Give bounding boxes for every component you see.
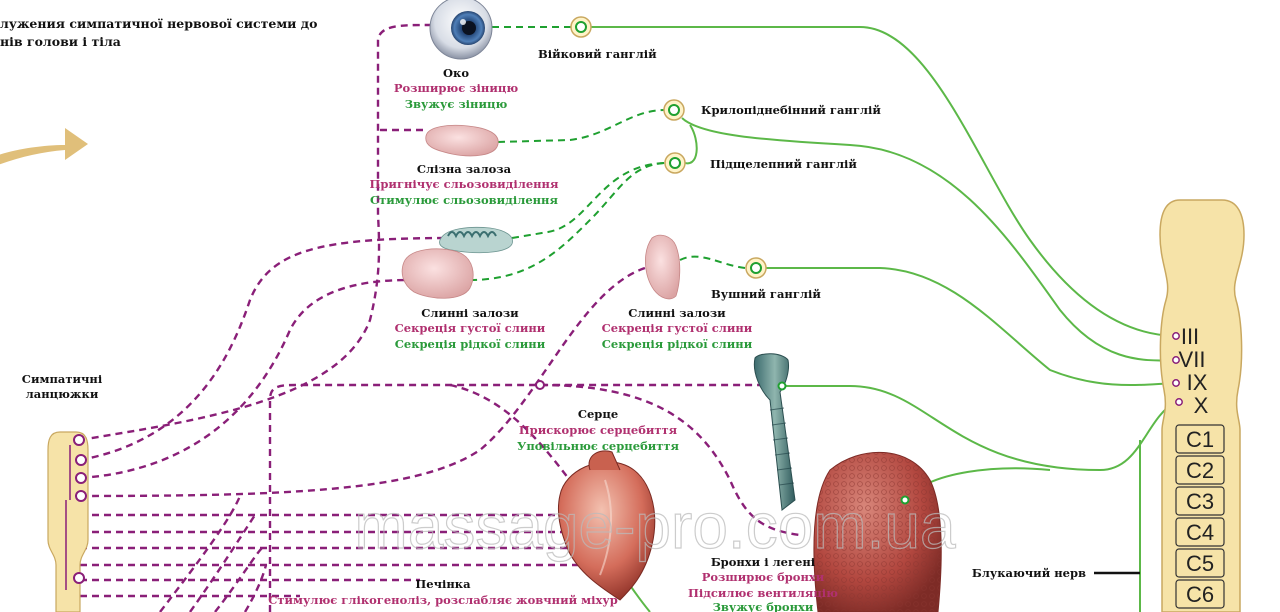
salivary-right-symp: Секреція густої слини: [602, 321, 753, 335]
lungs-symp-effect-2: Підсилює вентиляцію: [688, 586, 838, 600]
symp-to-sublingual: [79, 278, 409, 480]
lungs-symp-effect: Розширює бронхи: [702, 570, 825, 584]
cn-label-III: III: [1181, 324, 1199, 349]
ganglion-trachea-node: [777, 381, 787, 391]
vertebra-C2: [1175, 455, 1225, 485]
cn-node-III: [1172, 332, 1180, 340]
nerve-lungs-to-X: [775, 385, 1176, 472]
salivary-left-symp: Секреція густої слини: [395, 321, 546, 335]
cn-label-IX: IX: [1187, 370, 1208, 395]
lacrimal-para-effect: Стимулює сльозовиділення: [370, 193, 558, 207]
salivary-left-para: Секреція рідкої слини: [395, 337, 546, 351]
chain-node-3: [75, 472, 87, 484]
segment-C5: C5: [1186, 551, 1214, 576]
heart-icon: [557, 450, 656, 601]
salivary-right-name: Слинні залози: [628, 306, 726, 320]
vertebra-C5: [1175, 548, 1225, 578]
symp-junction-node: [535, 380, 545, 390]
sympathetic-chain: [47, 431, 89, 612]
nerve-submandibular-to-VII: [681, 124, 698, 165]
segment-C2: C2: [1186, 458, 1214, 483]
sublingual-gland-icon: [401, 248, 474, 299]
chain-internal-fibers: [65, 445, 71, 590]
nerve-pterygopalatine-to-VII: [681, 117, 1176, 362]
cn-node-VII: [1172, 356, 1180, 364]
ganglion-ciliary-icon: [570, 16, 592, 38]
chain-label-line-2: ланцюжки: [26, 387, 99, 401]
salivary-left-name: Слинні залози: [421, 306, 519, 320]
symp-to-parotid: [79, 266, 646, 498]
lungs-name: Бронхи і легені: [711, 555, 816, 569]
symp-to-heart-and-lungs: [268, 383, 760, 612]
cn-node-IX: [1172, 379, 1180, 387]
ganglia: [535, 16, 910, 505]
vertebra-C6: [1175, 579, 1225, 609]
cn-label-VII: VII: [1179, 347, 1206, 372]
chain-label-line-1: Симпатичні: [22, 372, 103, 386]
spinal-column: III VII IX X C1 C2 C3 C4 C5 C6: [1159, 199, 1245, 612]
eye-name: Око: [443, 66, 469, 80]
lacrimal-gland-icon: [425, 124, 499, 157]
nerve-ciliary-to-III: [590, 26, 1176, 337]
dash-lacrimal-to-ptery: [497, 109, 666, 143]
title-line-1: лужения симпатичної нервової системи до: [0, 16, 317, 31]
vagus-label: Блукаючий нерв: [972, 566, 1086, 580]
ganglion-otic-icon: [745, 257, 767, 279]
symp-to-lungs-arc: [539, 383, 801, 537]
nerve-otic-to-IX: [760, 267, 1176, 387]
eye-symp-effect: Розширює зіницю: [394, 81, 519, 95]
ganglion-submandibular-label: Підщелепний ганглій: [710, 157, 857, 171]
vertebra-C3: [1175, 486, 1225, 516]
segment-C6: C6: [1186, 582, 1214, 607]
lungs-para-effect: Звужує бронхи: [713, 600, 814, 612]
liver-name: Печінка: [415, 577, 471, 591]
ganglion-ciliary-label: Війковий ганглій: [538, 47, 657, 61]
cn-node-X: [1175, 398, 1183, 406]
dash-salivary2-to-submand: [469, 162, 666, 281]
submandibular-gland-icon: [439, 226, 513, 254]
symp-descend-4: [243, 564, 268, 612]
heart-para-effect: Уповільнює серцебиття: [517, 439, 680, 453]
vertebra-C1: [1175, 424, 1225, 454]
parasympathetic-dashed: [469, 26, 746, 281]
ganglion-lung-node: [900, 495, 910, 505]
segment-C3: C3: [1186, 489, 1214, 514]
lacrimal-name: Слізна залоза: [417, 162, 512, 176]
sympathetic-nerves: [79, 23, 801, 612]
chain-node-2: [75, 454, 87, 466]
lung-icon: [813, 451, 942, 612]
title-line-2: нів голови і тіла: [0, 34, 121, 49]
salivary-right-para: Секреція рідкої слини: [602, 337, 753, 351]
symp-to-submandibular: [79, 236, 451, 462]
eye-para-effect: Звужує зіницю: [405, 97, 508, 111]
cn-label-X: X: [1194, 393, 1209, 418]
symp-descend-1: [159, 495, 242, 612]
ganglion-submandibular-icon: [664, 152, 686, 174]
lacrimal-symp-effect: Пригнічує сльозовиділення: [370, 177, 559, 191]
segment-C1: C1: [1186, 427, 1214, 452]
trachea-icon: [753, 353, 796, 511]
liver-symp-effect: Стимулює глікогеноліз, розслабляє жовчни…: [268, 593, 618, 607]
ganglion-pterygopalatine-label: Крилопіднебінний ганглій: [701, 103, 881, 117]
dash-salivary-to-submand: [511, 162, 666, 239]
chain-node-1: [73, 434, 85, 446]
vertebra-C4: [1175, 517, 1225, 547]
segment-C4: C4: [1186, 520, 1214, 545]
ganglion-pterygopalatine-icon: [663, 99, 685, 121]
symp-descend-3: [214, 547, 263, 612]
watermark: massage-pro.com.ua: [354, 490, 956, 562]
direction-arrow-icon: [0, 128, 88, 165]
symp-to-eye: [79, 23, 431, 442]
eye-icon: [429, 0, 493, 60]
chain-node-4: [75, 490, 87, 502]
heart-name: Серце: [578, 407, 618, 421]
dash-parotid-to-otic: [679, 255, 746, 269]
parotid-gland-icon: [645, 234, 681, 300]
ganglion-otic-label: Вушний ганглій: [711, 287, 821, 301]
symp-descend-2: [189, 514, 256, 612]
heart-symp-effect: Прискорює серцебиття: [519, 423, 678, 437]
chain-node-5: [73, 572, 85, 584]
